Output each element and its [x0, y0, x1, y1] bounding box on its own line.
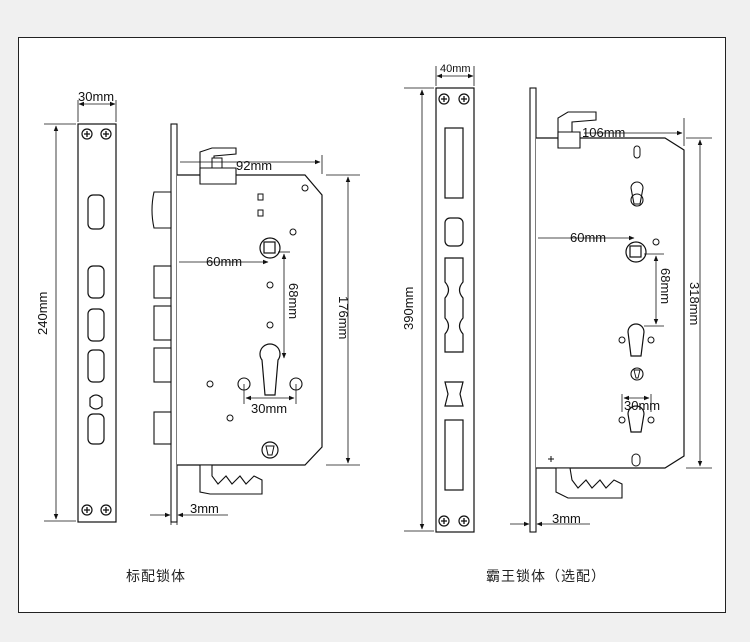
std-width-dim: 30mm [77, 89, 117, 122]
screw-icon [438, 515, 450, 527]
std-thick-label: 3mm [190, 501, 219, 516]
prem-height-dim: 318mm [686, 137, 712, 469]
premium-lock-caption: 霸王锁体（选配） [486, 569, 606, 585]
prem-depth-label: 106mm [582, 125, 625, 140]
screw-icon [438, 93, 450, 105]
cylinder-hole-icon [259, 343, 281, 396]
prem-backset-dim: 60mm [538, 230, 635, 245]
standard-lock-case [151, 123, 323, 523]
std-cyl-dim: 30mm [243, 384, 297, 416]
std-center-dim: 68mm [278, 251, 301, 359]
screw-icon [100, 128, 112, 140]
prem-width-dim: 40mm [435, 63, 475, 86]
prem-cyl-dim: 30mm [621, 394, 660, 413]
std-cyl-label: 30mm [251, 401, 287, 416]
prem-faceplate-width-label: 40mm [440, 63, 471, 75]
cylinder-hole-icon [627, 323, 645, 357]
prem-backset-label: 60mm [570, 230, 606, 245]
prem-center-dim: 68mm [644, 253, 673, 327]
std-backset-dim: 60mm [179, 254, 269, 269]
std-thick-dim: 3mm [150, 501, 228, 525]
prem-thick-dim: 3mm [510, 511, 590, 530]
std-length-dim: 240mm [35, 123, 76, 522]
screw-icon [81, 128, 93, 140]
prem-height-label: 318mm [687, 282, 702, 325]
prem-thick-label: 3mm [552, 511, 581, 526]
std-backset-label: 60mm [206, 254, 242, 269]
screw-icon [458, 515, 470, 527]
std-depth-label: 92mm [236, 158, 272, 173]
std-height-label: 176mm [336, 296, 351, 339]
prem-length-dim: 390mm [401, 87, 434, 532]
std-height-dim: 176mm [326, 174, 360, 466]
std-faceplate-length-label: 240mm [35, 292, 50, 335]
standard-lock-caption: 标配锁体 [126, 569, 186, 585]
keyhole-icon [261, 441, 279, 459]
prem-center-label: 68mm [658, 268, 673, 304]
screw-icon [100, 504, 112, 516]
premium-faceplate [435, 87, 475, 533]
prem-depth-dim: 106mm [582, 118, 685, 146]
screw-icon [458, 93, 470, 105]
standard-faceplate [77, 123, 117, 523]
std-depth-dim: 92mm [180, 155, 323, 174]
prem-faceplate-length-label: 390mm [401, 287, 416, 330]
std-center-label: 68mm [286, 283, 301, 319]
prem-cyl-label: 30mm [624, 398, 660, 413]
screw-icon [81, 504, 93, 516]
std-faceplate-width-label: 30mm [78, 89, 114, 104]
premium-lock-case [529, 87, 685, 533]
